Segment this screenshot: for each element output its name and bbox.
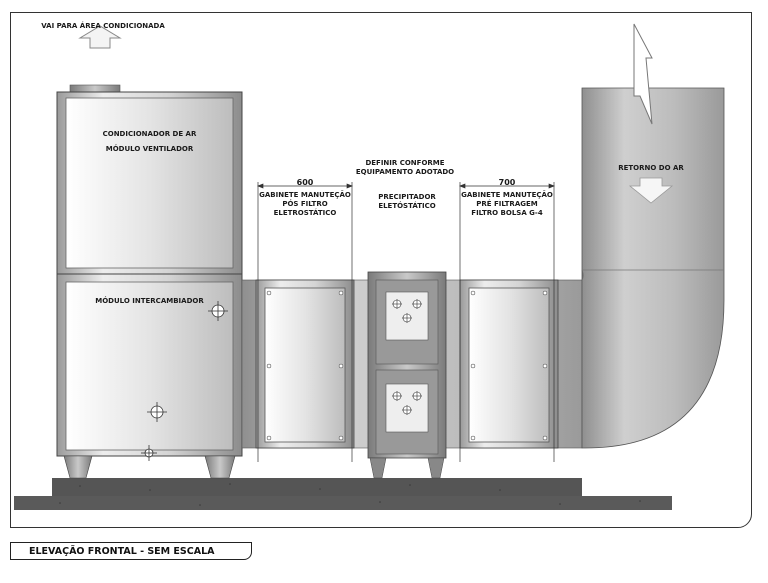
precipitator-terminal-icon	[392, 299, 422, 415]
cabinet-bolts-right	[470, 290, 548, 441]
supply-arrow	[78, 25, 122, 49]
precipitator-foot-right	[427, 457, 445, 479]
base-floor	[14, 496, 672, 510]
return-duct	[581, 87, 725, 449]
return-inlet-arrow	[633, 23, 653, 125]
precipitator-foot-left	[369, 457, 387, 479]
base-slab	[52, 478, 582, 496]
return-air-arrow	[628, 177, 674, 204]
supply-label: VAI PARA ÁREA CONDICIONADA	[41, 22, 165, 30]
ac-unit-label: CONDICIONADOR DE AR	[102, 130, 197, 138]
cabinet-bolts-left	[266, 290, 344, 441]
base-texture	[59, 483, 641, 506]
define-label: DEFINIR CONFORME EQUIPAMENTO ADOTADO	[355, 159, 455, 176]
drawing-caption: ELEVAÇÃO FRONTAL - SEM ESCALA	[10, 542, 252, 560]
exchanger-label: MÓDULO INTERCAMBIADOR	[95, 297, 204, 305]
cabinet-post-filter-label: GABINETE MANUTEÇÃO PÓS FILTRO ELETROSTÁT…	[259, 191, 351, 217]
ac-fan-module-label: MÓDULO VENTILADOR	[105, 145, 194, 153]
dimension-700: 700	[498, 178, 516, 187]
pipe-connection-icon	[141, 301, 228, 461]
dimension-lines	[257, 182, 555, 462]
ac-foot-right	[204, 455, 236, 479]
ac-foot-left	[63, 455, 93, 479]
cabinet-pre-filter-label: GABINETE MANUTEÇÃO PRÉ FILTRAGEM FILTRO …	[461, 191, 553, 217]
dimension-600: 600	[296, 178, 314, 187]
return-air-label: RETORNO DO AR	[618, 164, 684, 172]
precipitator-label: PRECIPITADOR ELETÓSTÁTICO	[378, 193, 436, 210]
